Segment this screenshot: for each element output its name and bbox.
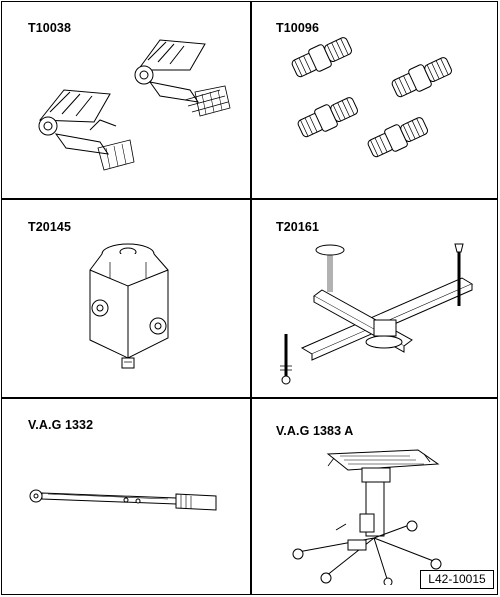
transmission-jack-icon	[288, 440, 448, 585]
reference-code: L42-10015	[420, 570, 494, 589]
tool-label-vag1332: V.A.G 1332	[28, 418, 94, 432]
grid-divider-row1	[2, 198, 497, 200]
tool-label-t20161: T20161	[276, 220, 319, 234]
ratchet-strap-icon	[20, 30, 240, 180]
tool-label-t10096: T10096	[276, 21, 319, 35]
tool-label-vag1383a: V.A.G 1383 A	[276, 424, 354, 438]
torque-wrench-icon	[26, 480, 222, 520]
adapter-bracket-icon	[70, 230, 190, 380]
support-bridge-icon	[262, 230, 482, 390]
guide-bolt-icon	[290, 30, 480, 180]
tool-label-t10038: T10038	[28, 21, 71, 35]
tool-label-t20145: T20145	[28, 220, 71, 234]
grid-divider-row2	[2, 397, 497, 399]
grid-divider-vertical	[250, 2, 252, 594]
